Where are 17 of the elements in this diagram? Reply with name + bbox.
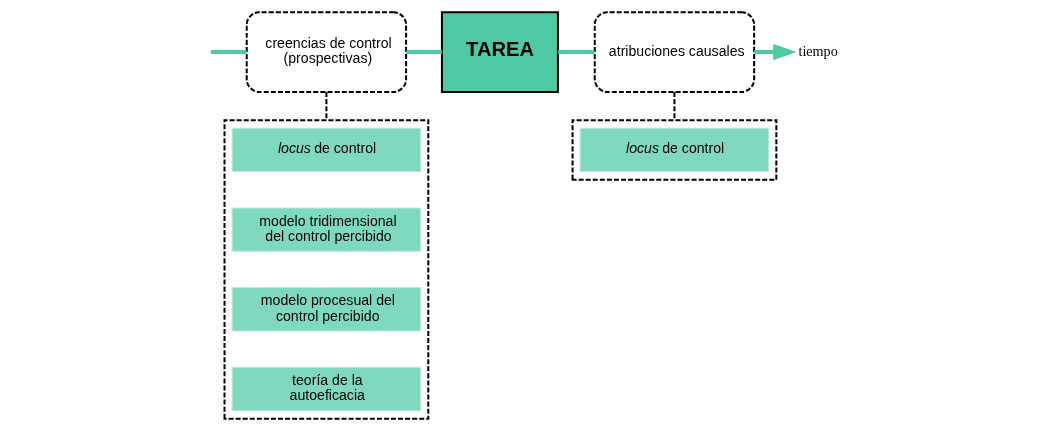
node-box: locus de control: [579, 127, 770, 173]
node-box: modelo procesual del control percibido: [231, 287, 422, 332]
arrow: [754, 43, 797, 61]
connector: [558, 50, 595, 55]
node-box: creencias de control (prospectivas): [245, 11, 408, 93]
cluster: [223, 119, 430, 420]
connector: [325, 92, 328, 121]
connector: [673, 92, 676, 121]
node-box: teoría de la autoeficacia: [231, 366, 422, 412]
node-box: modelo tridimensional del control percibido: [231, 207, 422, 252]
node-box: locus de control: [231, 127, 422, 173]
node-box: atribuciones causales: [593, 11, 756, 93]
connector: [210, 50, 247, 55]
node-box: TAREA: [440, 11, 559, 93]
connector: [406, 50, 442, 55]
cluster: [571, 119, 778, 181]
node-text: tiempo: [798, 42, 838, 59]
